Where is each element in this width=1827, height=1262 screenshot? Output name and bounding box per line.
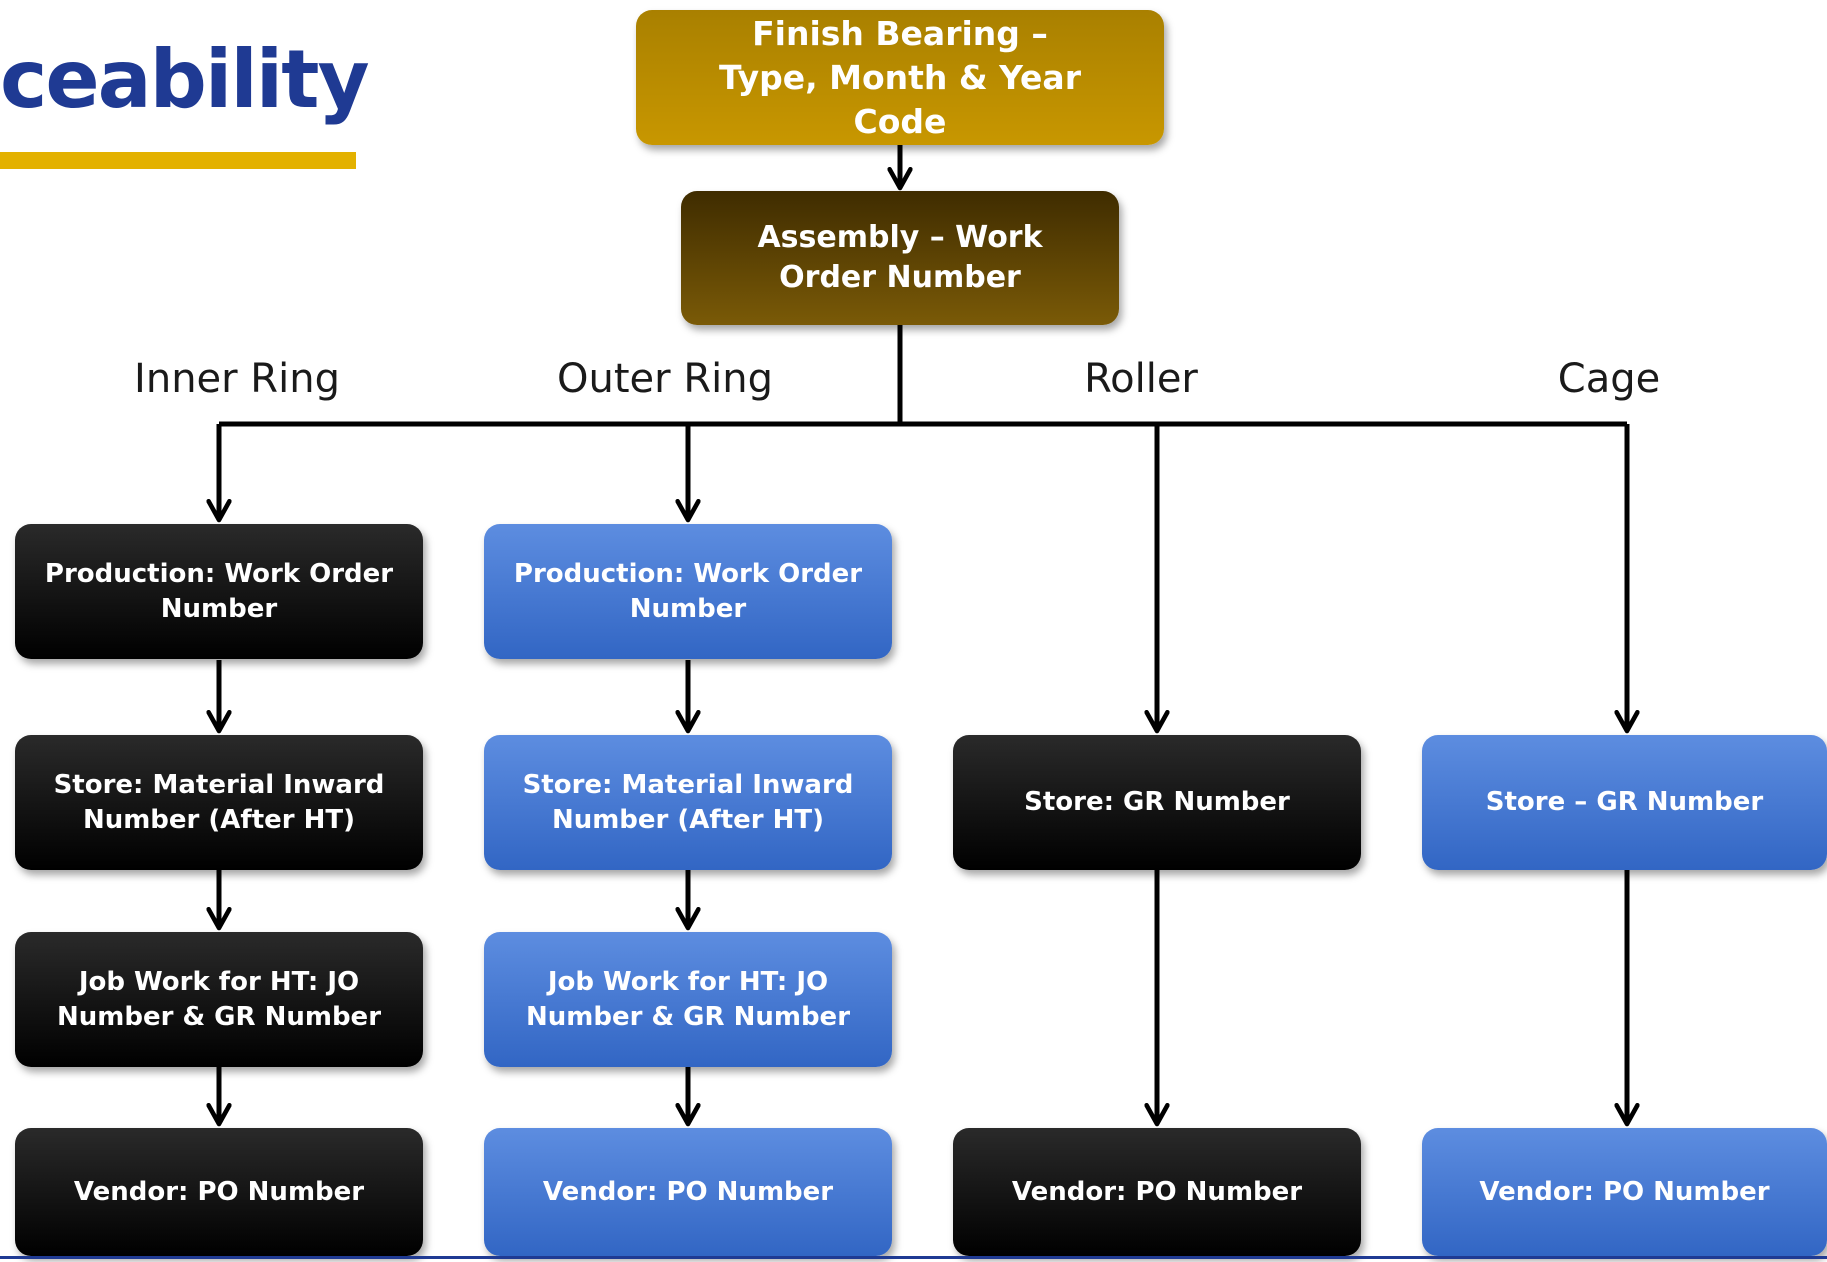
branch-label-roller: Roller [1084, 356, 1198, 402]
box-text: Production: Work Order Number [513, 558, 863, 624]
inner-ring-vendor-box: Vendor: PO Number [15, 1128, 423, 1256]
inner-ring-store-box: Store: Material Inward Number (After HT) [15, 735, 423, 870]
box-text: Job Work for HT: JO Number & GR Number [525, 966, 851, 1032]
cage-vendor-box: Vendor: PO Number [1422, 1128, 1827, 1256]
inner-ring-jobwork-box: Job Work for HT: JO Number & GR Number [15, 932, 423, 1067]
finish-bearing-box: Finish Bearing – Type, Month & Year Code [636, 10, 1164, 145]
branch-label-cage: Cage [1557, 356, 1661, 402]
box-text: Production: Work Order Number [44, 558, 394, 624]
assembly-box: Assembly – Work Order Number [681, 191, 1119, 325]
outer-ring-jobwork-box: Job Work for HT: JO Number & GR Number [484, 932, 892, 1067]
branch-label-outer-ring: Outer Ring [557, 356, 773, 402]
box-text: Vendor: PO Number [1479, 1176, 1770, 1207]
footer-divider [0, 1256, 1827, 1259]
inner-ring-production-box: Production: Work Order Number [15, 524, 423, 659]
page-title: ceability [0, 33, 370, 126]
box-text: Vendor: PO Number [73, 1176, 365, 1207]
outer-ring-production-box: Production: Work Order Number [484, 524, 892, 659]
title-underline [0, 152, 356, 169]
box-text: Vendor: PO Number [542, 1176, 834, 1207]
box-text: Vendor: PO Number [1011, 1176, 1303, 1207]
box-text: Store: GR Number [1024, 787, 1290, 817]
box-text: Store – GR Number [1485, 787, 1764, 817]
box-text: Store: Material Inward Number (After HT) [522, 769, 854, 835]
outer-ring-store-box: Store: Material Inward Number (After HT) [484, 735, 892, 870]
box-text: Store: Material Inward Number (After HT) [53, 769, 385, 835]
branch-label-inner-ring: Inner Ring [134, 356, 340, 402]
roller-store-box: Store: GR Number [953, 735, 1361, 870]
box-text: Job Work for HT: JO Number & GR Number [56, 966, 382, 1032]
finish-bearing-text: Finish Bearing – Type, Month & Year Code [719, 13, 1081, 141]
assembly-text: Assembly – Work Order Number [757, 220, 1043, 295]
roller-vendor-box: Vendor: PO Number [953, 1128, 1361, 1256]
outer-ring-vendor-box: Vendor: PO Number [484, 1128, 892, 1256]
cage-store-box: Store – GR Number [1422, 735, 1827, 870]
